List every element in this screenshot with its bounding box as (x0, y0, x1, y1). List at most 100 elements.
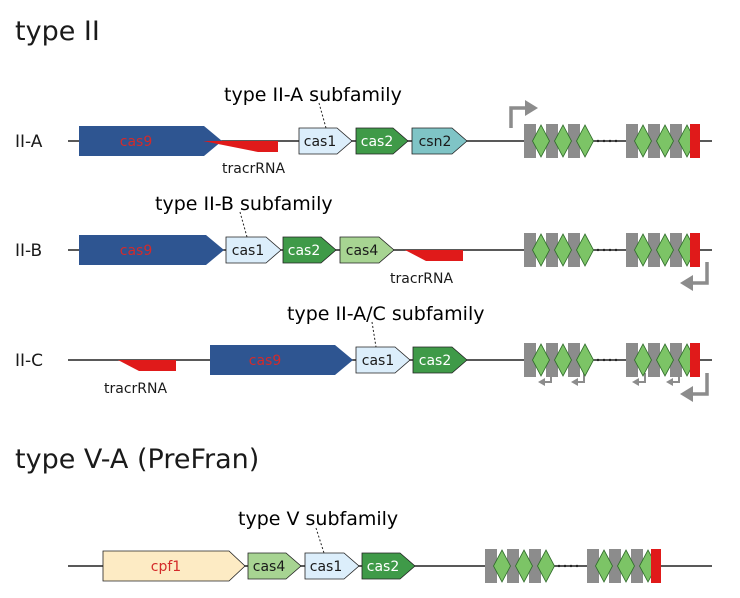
gene-cas4-label: cas4 (346, 243, 379, 259)
crispr-array (485, 549, 661, 583)
repeat-block (485, 549, 497, 583)
spacer-diamond (493, 549, 511, 583)
gene-cpf1-arrow (102, 550, 246, 582)
spacer-diamond (576, 233, 594, 267)
promoter-arrowhead (525, 100, 538, 116)
leader-block (690, 233, 700, 267)
spacer-diamond (576, 124, 594, 158)
repeat-block (609, 549, 621, 583)
tracrrna-label: tracrRNA (390, 271, 453, 287)
ellipsis-dot (614, 358, 618, 362)
repeat-block (568, 343, 580, 377)
repeat-block (568, 233, 580, 267)
repeat-block (626, 233, 638, 267)
reverse-promoter-arrowhead (680, 275, 693, 291)
spacer-diamond (617, 549, 635, 583)
gene-cas2-label: cas2 (361, 134, 393, 150)
ellipsis-dot (608, 248, 612, 252)
gene-cas9-label: cas9 (120, 134, 152, 150)
leader-block (651, 549, 661, 583)
repeat-block (524, 233, 536, 267)
ellipsis-dot (614, 248, 618, 252)
spacer-diamond (656, 343, 674, 377)
gene-csn2-label: csn2 (419, 134, 452, 150)
spacer-diamond (576, 343, 594, 377)
subfamily-pointer (315, 527, 325, 554)
tracrrna-label: tracrRNA (104, 381, 167, 397)
spacer-diamond (656, 124, 674, 158)
spacer-diamond (532, 343, 550, 377)
ellipsis-dot (557, 564, 561, 568)
repeat-block (626, 124, 638, 158)
crispr-array (524, 233, 700, 267)
spacer-diamond (537, 549, 555, 583)
spacer-diamond (532, 124, 550, 158)
gene-cas1-arrow (298, 127, 353, 155)
repeat-block (670, 343, 682, 377)
section-title-type-ii: type II (15, 16, 100, 47)
repeat-block (524, 124, 536, 158)
reverse-promoter-arrowhead (680, 386, 693, 402)
small-promoter-arrowheads (538, 378, 673, 386)
gene-cpf1-label: cpf1 (151, 559, 181, 575)
spacer-diamond (554, 124, 572, 158)
gene-cas4-arrow (339, 236, 395, 264)
ellipsis-dot (608, 139, 612, 143)
gene-cas9-arrow (210, 345, 353, 375)
gene-cas2-arrow (282, 236, 337, 264)
gene-csn2-arrow (411, 127, 468, 155)
spacer-diamond (515, 549, 533, 583)
locus-row-ii-a: II-A cas9 tracrRNA cas1 cas2 csn2 type I… (15, 84, 712, 177)
ellipsis-dot (602, 139, 606, 143)
subfamily-pointer (239, 211, 248, 238)
gene-cas2-arrow (361, 552, 416, 580)
section-title-type-v-a: type V-A (PreFran) (15, 444, 259, 475)
gene-cas1-label: cas1 (310, 559, 342, 575)
gene-cas1-label: cas1 (362, 353, 394, 369)
crispr-array (524, 343, 700, 377)
ellipsis-dot (596, 248, 600, 252)
repeat-block (648, 343, 660, 377)
gene-cas9-label: cas9 (249, 353, 281, 369)
locus-row-ii-b: II-B cas9 cas1 cas2 cas4 tracrRNA type I… (15, 193, 712, 291)
gene-cas1-label: cas1 (304, 134, 336, 150)
row-label-ii-c: II-C (15, 351, 43, 371)
spacer-diamond (595, 549, 613, 583)
spacer-diamond (634, 343, 652, 377)
ellipsis-dot (614, 139, 618, 143)
ellipsis-dot (569, 564, 573, 568)
gene-cas9-arrow (79, 126, 222, 156)
repeat-block (626, 343, 638, 377)
leader-block (690, 124, 700, 158)
subfamily-title-ii-b: type II-B subfamily (155, 193, 333, 215)
reverse-promoter-arrow (690, 262, 709, 285)
locus-row-v-a: cpf1 cas4 cas1 cas2 type V subfamily (68, 508, 712, 583)
repeat-block (529, 549, 541, 583)
tracrrna-label: tracrRNA (222, 161, 285, 177)
promoter-arrow (509, 106, 528, 128)
locus-row-ii-c: II-C tracrRNA cas9 cas1 cas2 type II-A/C… (15, 303, 712, 402)
leader-block (690, 343, 700, 377)
repeat-block (670, 124, 682, 158)
tracrrna-marker (203, 141, 278, 152)
ellipsis-dot (602, 358, 606, 362)
repeat-block (507, 549, 519, 583)
gene-cas1-arrow (304, 552, 360, 580)
repeat-block (524, 343, 536, 377)
subfamily-title-ii-a: type II-A subfamily (224, 84, 402, 106)
ellipsis-dot (602, 248, 606, 252)
row-label-ii-a: II-A (15, 132, 43, 152)
subfamily-title-ii-c: type II-A/C subfamily (287, 303, 484, 325)
spacer-diamond (656, 233, 674, 267)
gene-cas2-arrow (412, 346, 468, 374)
repeat-block (568, 124, 580, 158)
spacer-diamond (634, 233, 652, 267)
spacer-diamond (532, 233, 550, 267)
ellipsis-dot (563, 564, 567, 568)
repeat-block (546, 233, 558, 267)
row-label-ii-b: II-B (15, 241, 42, 261)
ellipsis-dot (596, 358, 600, 362)
reverse-promoter-arrow (690, 373, 709, 396)
gene-cas9-arrow (79, 235, 224, 265)
